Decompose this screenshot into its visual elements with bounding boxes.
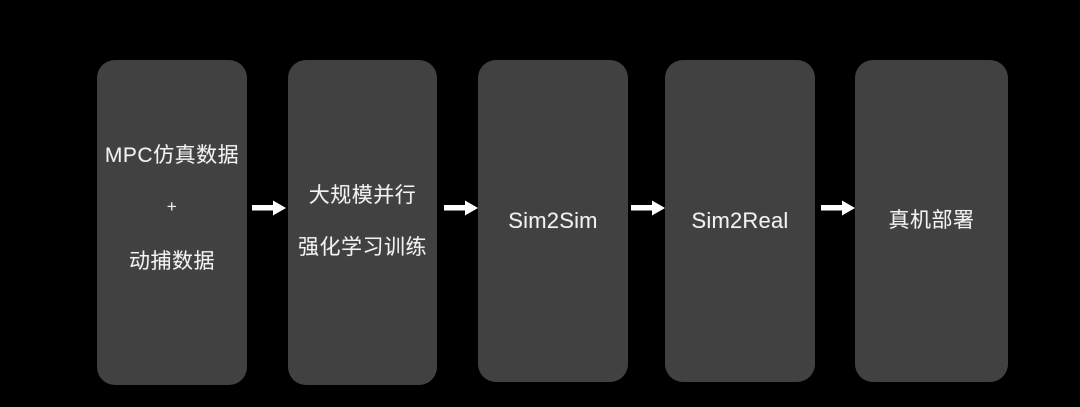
stage-1-line-1: MPC仿真数据 [104,144,240,168]
stage-2-line-2: 强化学习训练 [298,236,427,259]
stage-3-line-1: Sim2Sim [508,207,598,233]
arrow-right-icon [821,197,855,219]
flow-stage-3[interactable]: Sim2Sim [478,60,628,382]
flow-stage-4[interactable]: Sim2Real [665,60,815,382]
flow-stage-2[interactable]: 大规模并行 强化学习训练 [288,60,437,385]
arrow-right-icon [252,197,286,219]
stage-1-line-2: + [166,197,178,217]
flow-stage-5[interactable]: 真机部署 [855,60,1008,382]
stage-1-line-3: 动捕数据 [128,249,215,273]
stage-2-line-1: 大规模并行 [308,183,417,207]
stage-4-line-1: Sim2Real [691,207,789,233]
stage-2-text-stack: 大规模并行 强化学习训练 [298,183,427,260]
arrow-right-icon [444,197,478,219]
flow-stage-1[interactable]: MPC仿真数据 + 动捕数据 [97,60,247,385]
stage-5-line-1: 真机部署 [888,209,975,233]
arrow-right-icon [631,197,665,219]
stage-1-text-stack: MPC仿真数据 + 动捕数据 [105,143,239,274]
